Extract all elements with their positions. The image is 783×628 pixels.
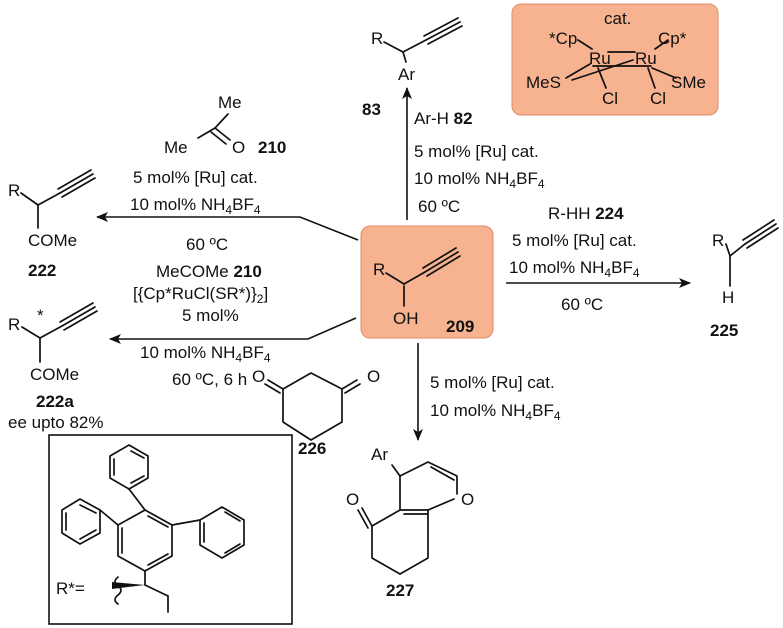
p227-ar: Ar (371, 445, 388, 464)
catalyst-bonds (565, 39, 677, 89)
conditions-left-lower: MeCOMe 210 [{Cp*RuCl(SR*)}2] 5 mol% 10 m… (133, 262, 271, 389)
p222a-number: 222a (36, 392, 74, 411)
catalyst-box: cat. *Cp Cp* Ru Ru MeS SMe Cl Cl (511, 3, 719, 116)
acetone-o: O (232, 138, 245, 157)
p222-number: 222 (28, 261, 56, 280)
lu-cond1: 5 mol% [Ru] cat. (133, 168, 258, 187)
right-cond1: 5 mol% [Ru] cat. (512, 231, 637, 250)
product-83: R Ar 83 (362, 17, 463, 119)
p222-r: R (8, 181, 20, 200)
diketone-226: O O 226 (252, 367, 380, 458)
p225-h: H (722, 288, 734, 307)
catalyst-bridge-left: MeS (526, 73, 561, 92)
p222a-r: R (8, 315, 20, 334)
p227-o-ketone: O (346, 490, 359, 509)
ll-cond2: 10 mol% NH4BF4 (140, 343, 271, 365)
catalyst-cl-right: Cl (650, 89, 666, 108)
bottom-cond1: 5 mol% [Ru] cat. (430, 373, 555, 392)
start-bonds (385, 247, 461, 307)
top-cond2: 10 mol% NH4BF4 (414, 169, 545, 191)
top-reagent: Ar-H 82 (414, 109, 473, 128)
lu-cond2: 10 mol% NH4BF4 (130, 195, 261, 217)
acetone-number: 210 (258, 138, 286, 157)
product-227: Ar O O 227 (346, 445, 474, 600)
p225-number: 225 (710, 321, 738, 340)
p222-come: COMe (28, 231, 77, 250)
lu-temp: 60 ºC (186, 235, 228, 254)
product-225: R H 225 (710, 219, 779, 340)
catalyst-bridge-right: SMe (671, 73, 706, 92)
start-oh: OH (393, 309, 419, 328)
ll-reagent: MeCOMe 210 (156, 262, 262, 281)
p225-r: R (712, 231, 724, 250)
p227-o-ring: O (461, 490, 474, 509)
top-cond1: 5 mol% [Ru] cat. (414, 142, 539, 161)
catalyst-ligand-right: Cp* (658, 29, 687, 48)
d226-o2: O (367, 367, 380, 386)
acetone-210: Me Me O 210 (164, 93, 286, 157)
top-temp: 60 ºC (418, 197, 460, 216)
right-cond2: 10 mol% NH4BF4 (509, 258, 640, 280)
arrow-left-lower (109, 317, 357, 344)
catalyst-metal-left: Ru (589, 49, 611, 68)
catalyst-metal-right: Ru (635, 49, 657, 68)
p83-number: 83 (362, 100, 381, 119)
catalyst-label: cat. (604, 9, 631, 28)
catalyst-cl-left: Cl (602, 89, 618, 108)
starting-material-209: R OH 209 (360, 225, 494, 339)
conditions-left-upper: 5 mol% [Ru] cat. 10 mol% NH4BF4 60 ºC (130, 168, 261, 254)
p222a-star: * (37, 306, 44, 325)
p83-r: R (371, 29, 383, 48)
ll-temp: 60 ºC, 6 h (172, 370, 247, 389)
right-reagent: R-HH 224 (548, 204, 624, 223)
bottom-cond2: 10 mol% NH4BF4 (430, 401, 561, 423)
d226-number: 226 (298, 439, 326, 458)
product-222: R COMe 222 (8, 169, 96, 280)
start-r: R (373, 260, 385, 279)
inset-r-label: R*= (56, 579, 85, 598)
conditions-top: Ar-H 82 5 mol% [Ru] cat. 10 mol% NH4BF4 … (414, 109, 545, 216)
right-temp: 60 ºC (561, 295, 603, 314)
d226-o1: O (252, 367, 265, 386)
ligand-inset: R*= (48, 434, 293, 625)
acetone-me: Me (218, 93, 242, 112)
p83-ar: Ar (398, 65, 415, 84)
p222a-come: COMe (30, 365, 79, 384)
arrow-left-upper (96, 212, 359, 241)
catalyst-ligand-left: *Cp (549, 29, 577, 48)
conditions-bottom: 5 mol% [Ru] cat. 10 mol% NH4BF4 (430, 373, 561, 423)
product-222a: R * COMe 222a ee upto 82% (8, 302, 103, 432)
start-number: 209 (446, 317, 474, 336)
conditions-right: R-HH 224 5 mol% [Ru] cat. 10 mol% NH4BF4… (509, 204, 640, 314)
ll-catalyst: [{Cp*RuCl(SR*)}2] (133, 284, 268, 306)
p227-number: 227 (386, 581, 414, 600)
p222a-ee: ee upto 82% (8, 413, 103, 432)
acetone-mec: Me (164, 138, 188, 157)
ll-loading: 5 mol% (182, 306, 239, 325)
